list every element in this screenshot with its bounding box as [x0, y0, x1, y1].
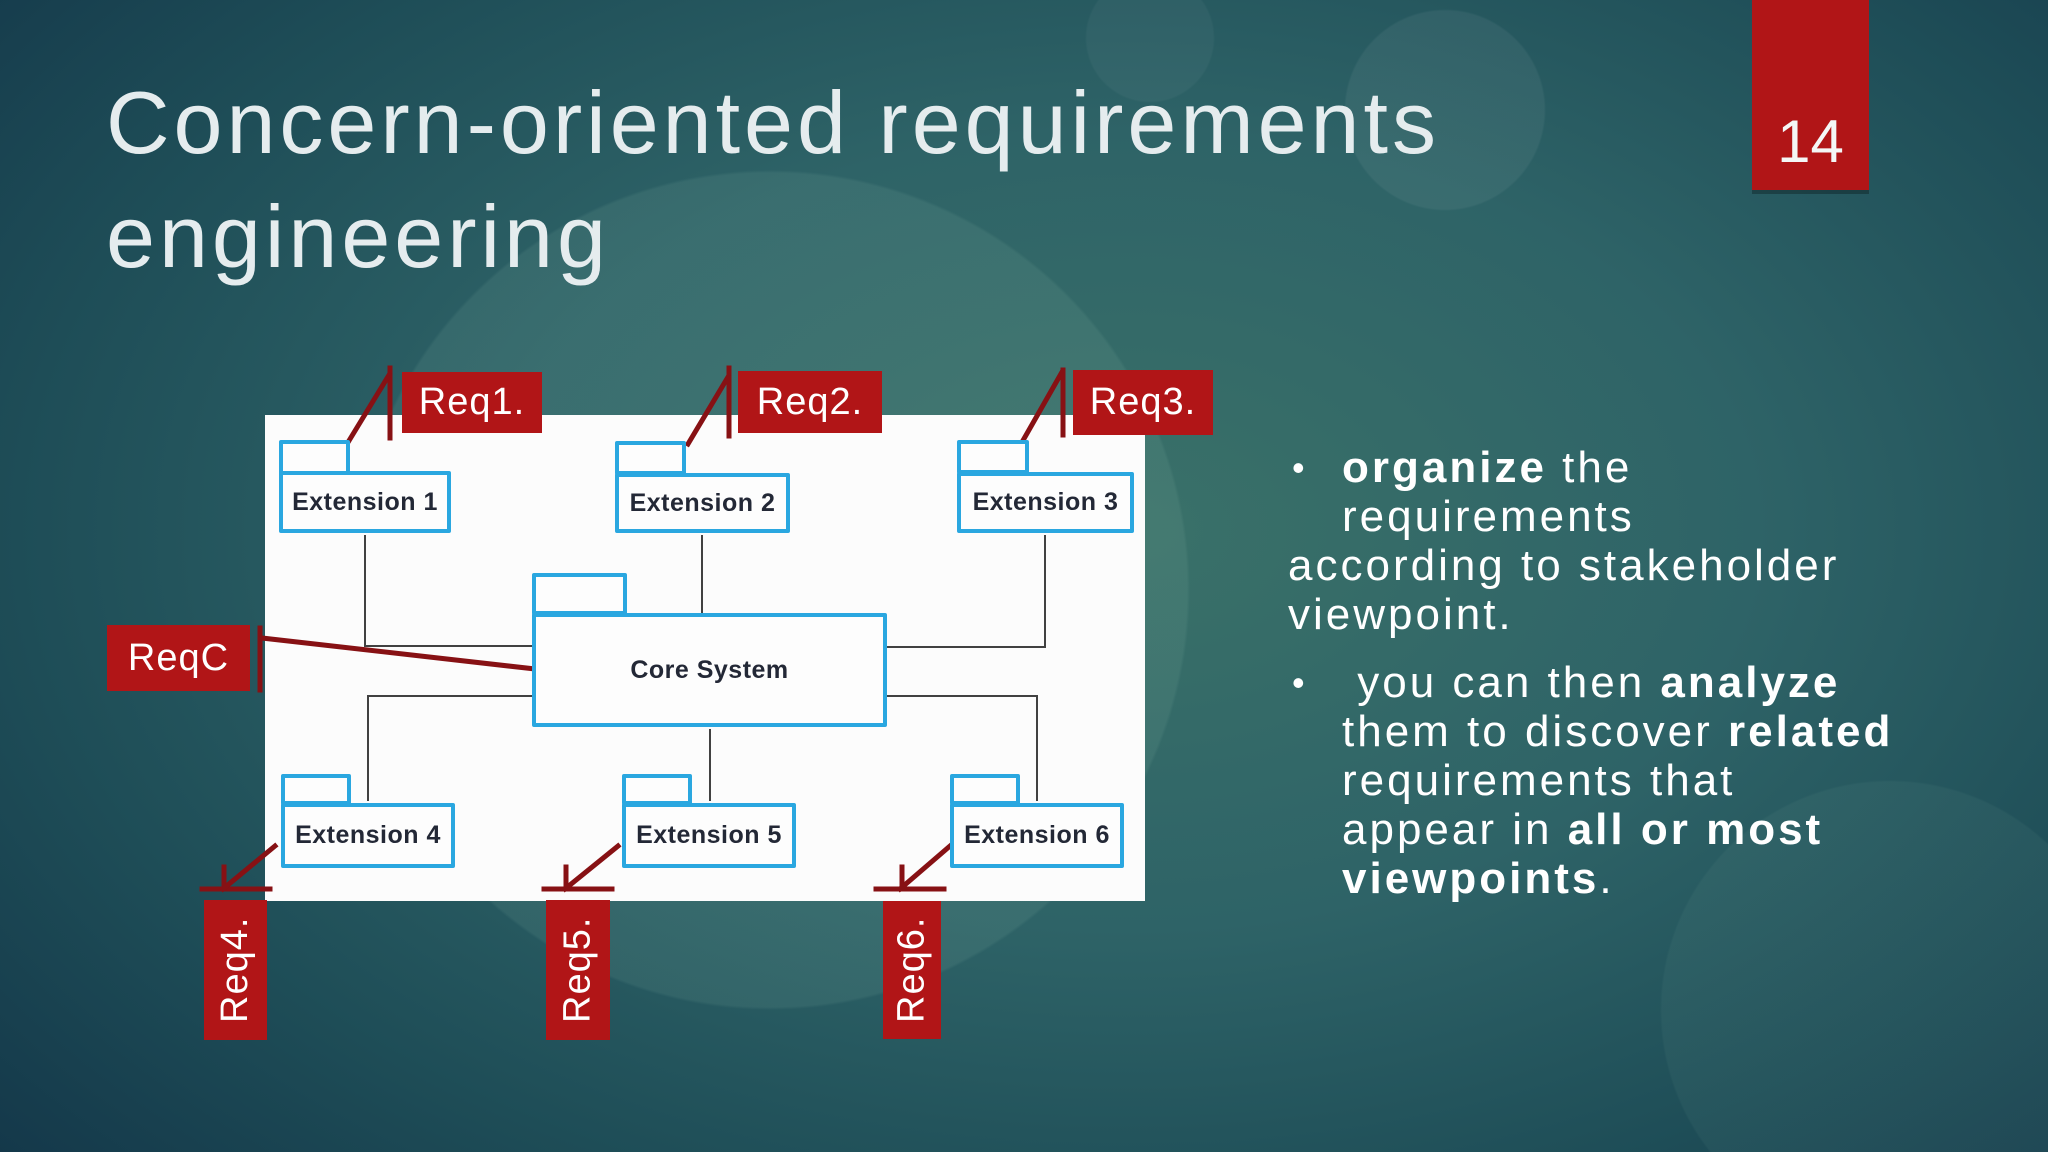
slide-title: Concern-oriented requirements engineerin… [106, 66, 1606, 294]
package-label: Extension 3 [972, 488, 1119, 516]
req-label-req5: Req5. [546, 900, 610, 1040]
package-core-system: Core System [532, 613, 887, 727]
package-extension-5: Extension 5 [622, 803, 796, 868]
package-tab-extension-3 [957, 440, 1029, 474]
page-number-tab: 14 [1752, 0, 1869, 190]
req-label-req4: Req4. [204, 900, 267, 1040]
package-label: Extension 1 [292, 487, 438, 516]
title-line-2: engineering [106, 187, 610, 286]
req-label-req1: Req1. [402, 372, 542, 433]
package-label: Core System [630, 655, 789, 684]
bullet-dot: • [1292, 447, 1305, 488]
package-extension-4: Extension 4 [281, 803, 455, 868]
req-label-req2: Req2. [738, 371, 882, 433]
package-extension-1: Extension 1 [279, 471, 451, 533]
package-label: Extension 5 [636, 821, 782, 849]
package-label: Extension 6 [964, 821, 1110, 849]
req-label-req3: Req3. [1073, 370, 1213, 435]
bullet-text-line: appear in all or most [1342, 805, 1824, 854]
package-tab-extension-5 [622, 774, 692, 805]
bullet-text-line: them to discover related [1342, 707, 1894, 756]
bullet-text-line: requirements [1342, 492, 1635, 541]
package-extension-2: Extension 2 [615, 473, 790, 533]
req-label-reqc: ReqC [107, 625, 250, 691]
title-line-1: Concern-oriented requirements [106, 73, 1440, 172]
bullet-text-line: viewpoints. [1342, 854, 1615, 903]
package-tab-core-system [532, 573, 627, 615]
bullet-text-line: requirements that [1342, 756, 1736, 805]
package-extension-3: Extension 3 [957, 472, 1134, 533]
bullet-text-line: • you can then analyze [1292, 658, 1841, 707]
package-label: Extension 2 [629, 488, 776, 517]
bullet-text-line: •organize the [1292, 443, 1633, 492]
bullet-text-line: viewpoint. [1288, 590, 1514, 639]
connector-lines [364, 535, 1046, 801]
callout-lines [199, 365, 1066, 893]
package-tab-extension-4 [281, 774, 351, 805]
page-number: 14 [1777, 108, 1844, 175]
bullet-text-line: according to stakeholder [1288, 541, 1840, 590]
package-label: Extension 4 [295, 821, 441, 849]
package-extension-6: Extension 6 [950, 803, 1124, 868]
package-tab-extension-1 [279, 440, 350, 475]
package-tab-extension-2 [615, 441, 686, 475]
package-tab-extension-6 [950, 774, 1020, 805]
bullet-dot: • [1292, 662, 1305, 703]
req-label-req6: Req6. [883, 901, 941, 1039]
